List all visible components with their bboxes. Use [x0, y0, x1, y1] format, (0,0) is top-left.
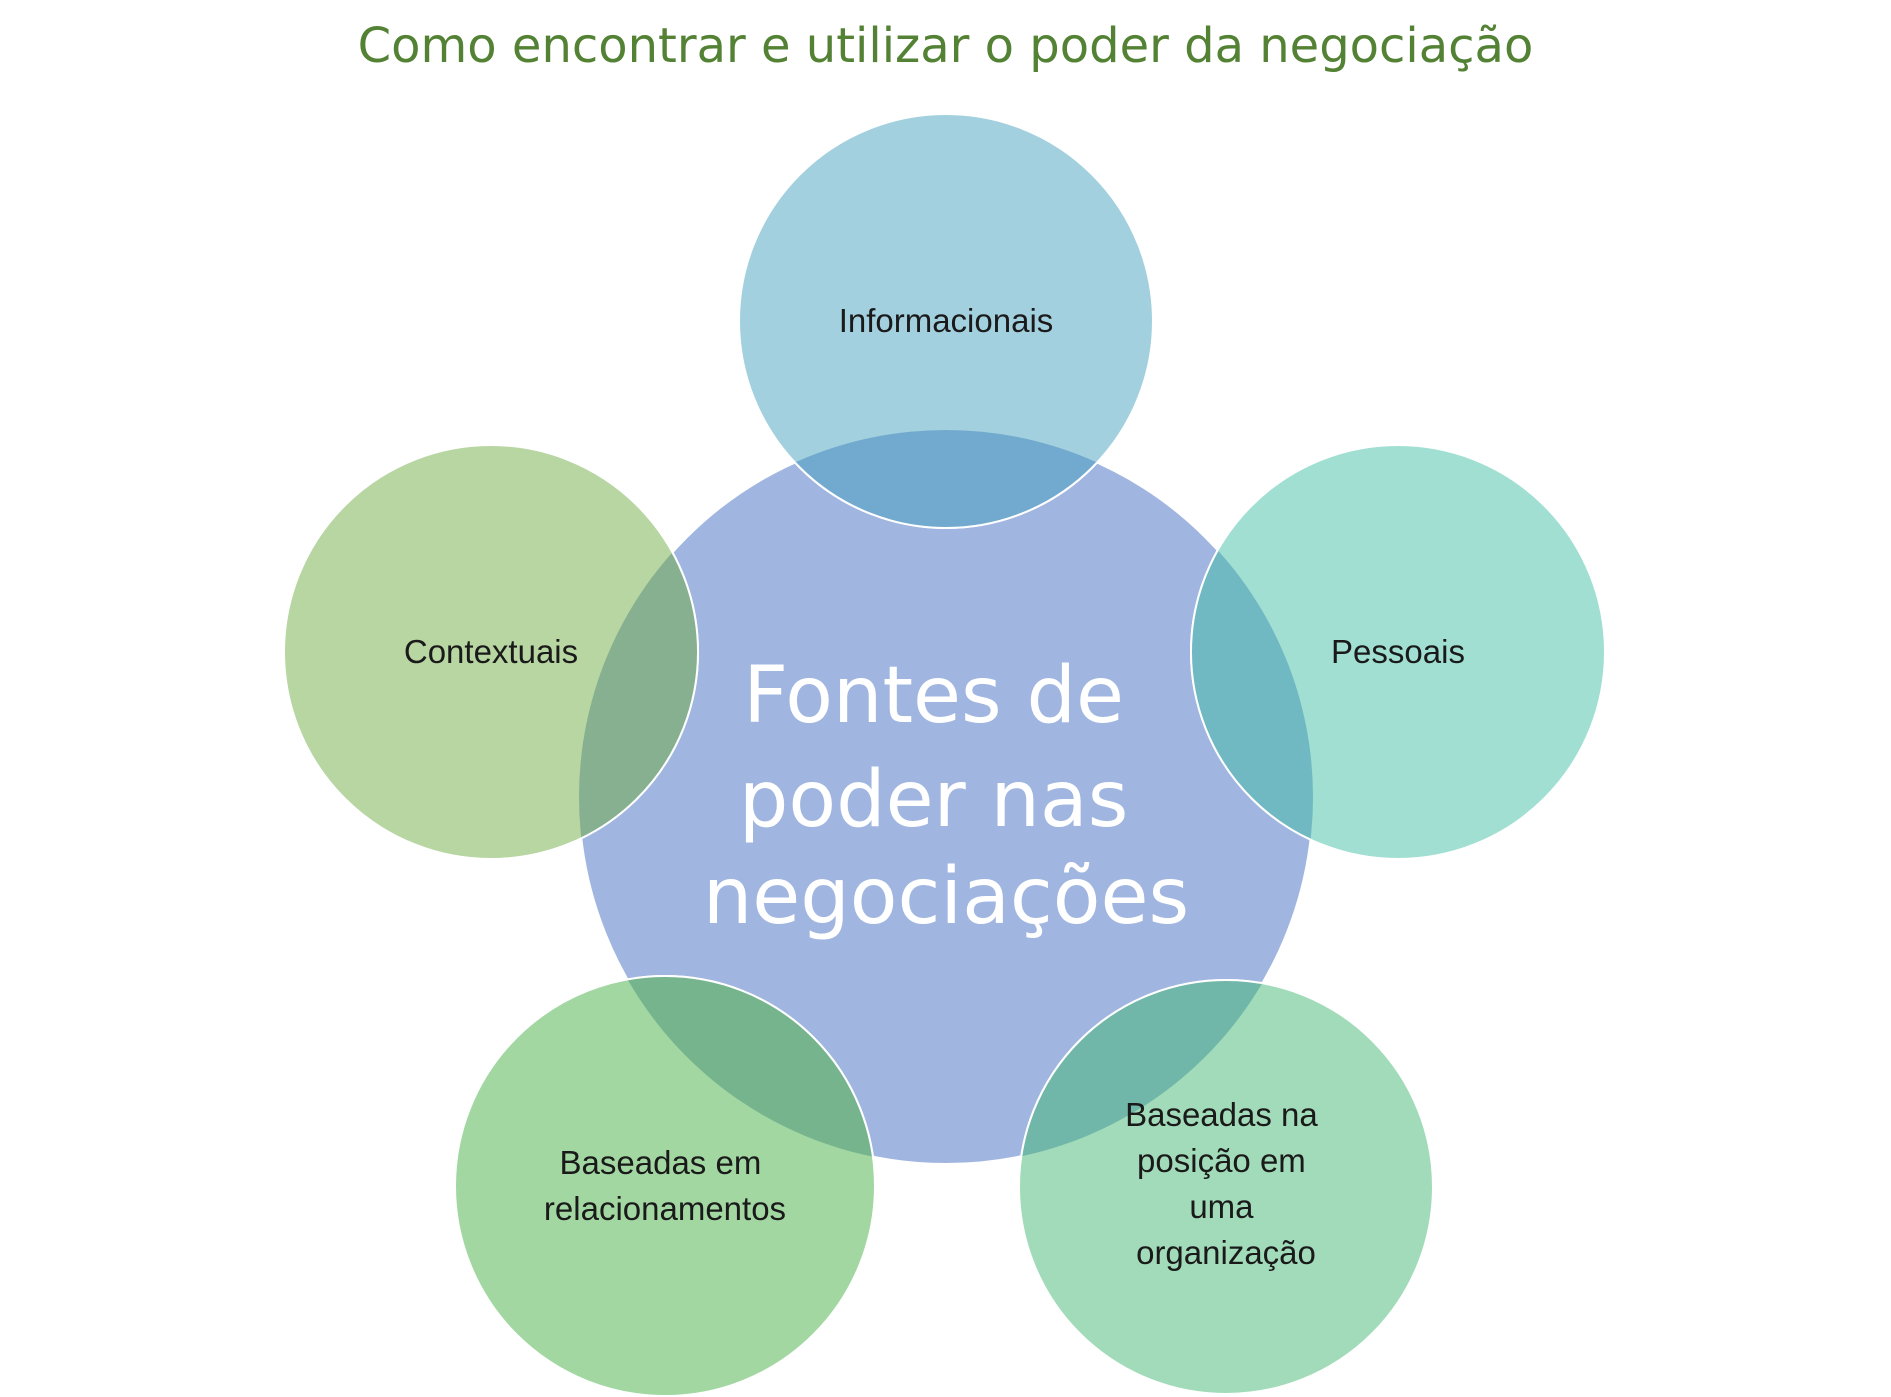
node-label-line: Contextuais: [404, 633, 578, 670]
node-label-informacionais: Informacionais: [839, 302, 1054, 339]
node-label-line: posição em: [1137, 1142, 1306, 1179]
node-label-line: Baseadas na: [1125, 1096, 1318, 1133]
node-label-pessoais: Pessoais: [1331, 633, 1465, 670]
node-label-line: relacionamentos: [544, 1190, 786, 1227]
center-label-line: poder nas: [739, 755, 1128, 845]
center-label: Fontes de poder nas negociações: [703, 651, 1189, 942]
node-label-line: Informacionais: [839, 302, 1054, 339]
node-label-line: Baseadas em: [560, 1144, 762, 1181]
page-title: Como encontrar e utilizar o poder da neg…: [357, 18, 1534, 74]
node-label-line: uma: [1189, 1188, 1254, 1225]
node-label-line: organização: [1136, 1234, 1316, 1271]
node-label-baseadas-na-posicao: Baseadas na posição em uma organização: [1125, 1096, 1327, 1271]
overlap-baseadas-na-posicao: [1018, 979, 1313, 1164]
center-label-line: negociações: [703, 852, 1189, 942]
node-label-line: Pessoais: [1331, 633, 1465, 670]
overlap-informacionais: [738, 430, 1154, 529]
overlap-baseadas-em-relacionamentos: [579, 975, 876, 1164]
center-label-line: Fontes de: [743, 651, 1124, 741]
node-label-contextuais: Contextuais: [404, 633, 578, 670]
node-label-baseadas-em-relacionamentos: Baseadas em relacionamentos: [544, 1144, 786, 1227]
